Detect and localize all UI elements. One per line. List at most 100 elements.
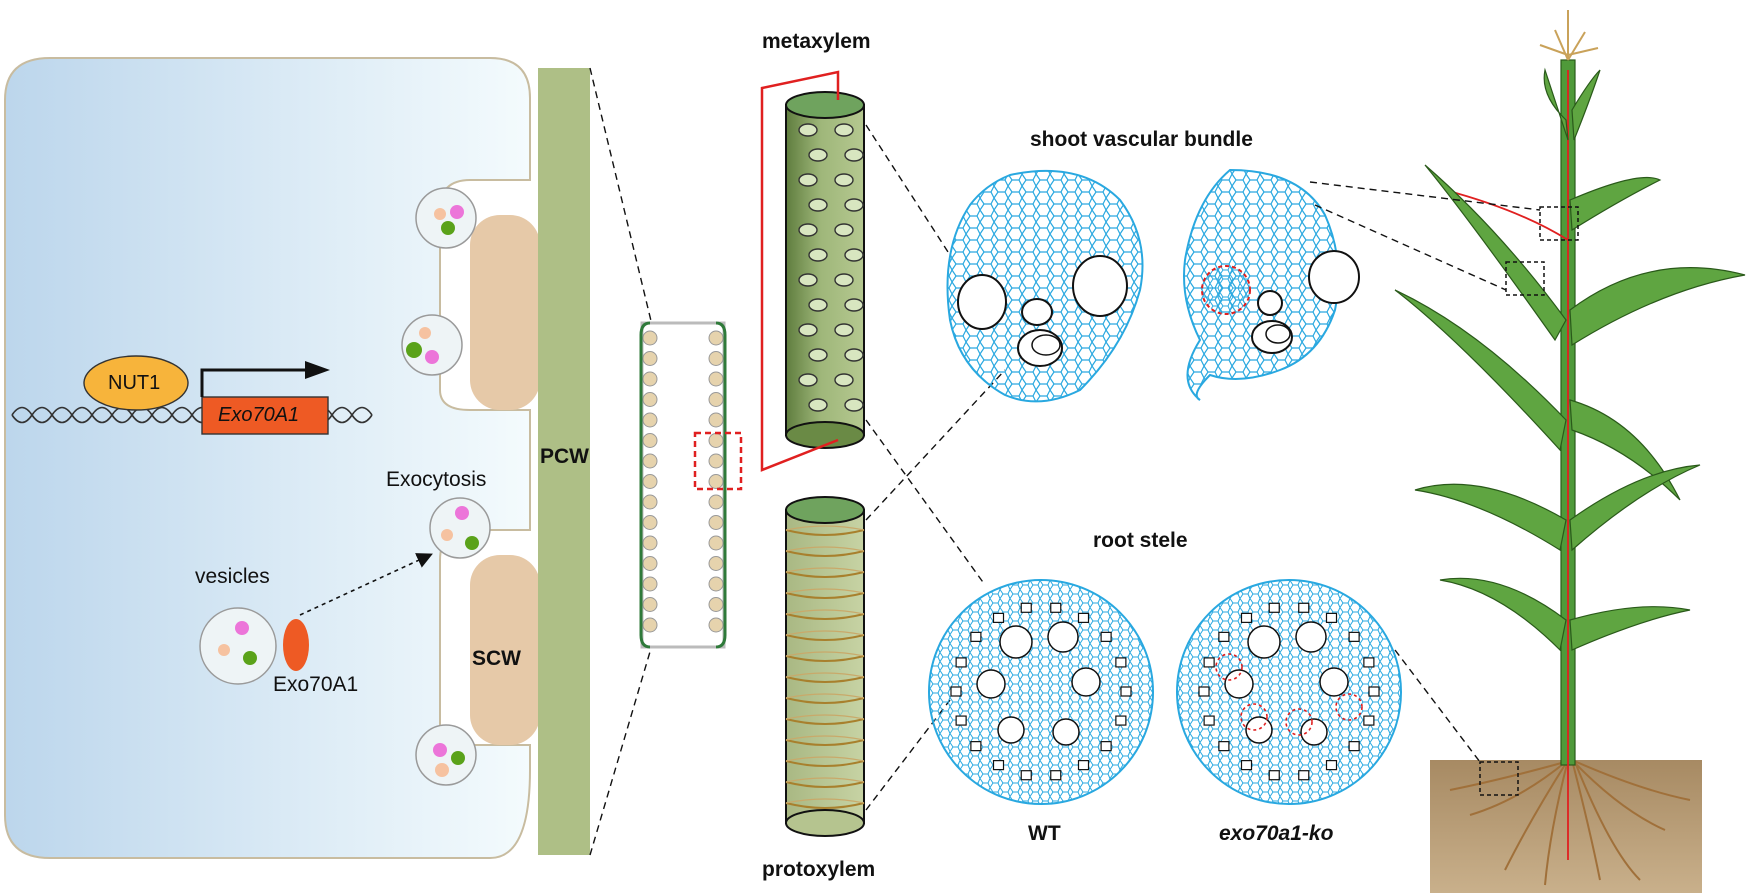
pit xyxy=(708,597,724,612)
vesicle-3 xyxy=(429,497,491,559)
pit xyxy=(708,494,724,510)
nut1-label: NUT1 xyxy=(108,372,161,394)
pit xyxy=(834,373,854,387)
protoxylem-cell xyxy=(950,686,962,697)
gene-label: Exo70A1 xyxy=(218,404,300,426)
pit xyxy=(844,398,864,412)
spiral-thickening xyxy=(785,735,865,741)
root-stele-title: root stele xyxy=(1093,529,1188,552)
pit xyxy=(798,373,818,387)
protoxylem-cell xyxy=(1218,631,1230,642)
spiral-thickening xyxy=(785,777,865,783)
zoom-line xyxy=(1309,181,1541,211)
protoxylem-cell xyxy=(1240,612,1253,623)
protoxylem-cell xyxy=(1218,741,1230,752)
protoxylem-cell xyxy=(1348,741,1360,752)
vesicle-1 xyxy=(415,187,477,249)
root-stele-mutant xyxy=(1176,579,1402,805)
metaxylem-label: metaxylem xyxy=(762,30,871,53)
spiral-thickening xyxy=(785,613,865,620)
protoxylem-cell xyxy=(992,760,1005,771)
pit xyxy=(708,412,724,428)
shoot-bundle-mutant xyxy=(1183,168,1360,401)
spiral-thickening xyxy=(785,802,865,809)
metaxylem-vessel xyxy=(1247,625,1281,659)
spiral-thickening xyxy=(785,739,865,746)
pit xyxy=(642,351,658,366)
zoom-line xyxy=(589,67,653,326)
pit xyxy=(642,392,658,407)
pit xyxy=(708,617,724,633)
spiral-thickening xyxy=(785,634,865,641)
pit xyxy=(708,474,724,489)
protoxylem-cell xyxy=(1050,770,1062,781)
spiral-thickening xyxy=(785,571,865,578)
metaxylem-vessel xyxy=(999,625,1033,659)
pit xyxy=(708,576,724,592)
metaxylem-vessel xyxy=(976,669,1006,699)
pit xyxy=(642,597,658,612)
pit xyxy=(844,348,864,362)
zoom-line xyxy=(1394,649,1481,763)
mutant-label: exo70a1-ko xyxy=(1219,822,1334,845)
pit xyxy=(834,323,854,337)
tassel xyxy=(1539,10,1599,61)
pit xyxy=(708,535,724,551)
pit xyxy=(834,173,854,187)
zoom-line xyxy=(865,419,986,586)
pit xyxy=(642,474,658,489)
pit xyxy=(834,273,854,287)
spiral-thickening xyxy=(785,756,865,762)
pit xyxy=(798,323,818,337)
pit xyxy=(808,198,828,212)
pit xyxy=(642,535,658,551)
pit xyxy=(708,515,724,530)
shoot-bundle-wt xyxy=(946,169,1144,403)
pit xyxy=(798,173,818,187)
protoxylem-cell xyxy=(1240,760,1253,771)
pit xyxy=(798,123,818,137)
protoxylem-cell xyxy=(1198,686,1210,697)
vessel-highlight-box xyxy=(693,431,743,491)
protoxylem-cell xyxy=(955,715,967,726)
spiral-thickening xyxy=(785,693,865,699)
protoxylem-cell xyxy=(992,612,1005,623)
metaxylem-vessel xyxy=(1300,718,1328,746)
pit xyxy=(798,223,818,237)
protoxylem-cell xyxy=(1268,770,1280,781)
cell-panel xyxy=(4,57,590,859)
protoxylem-cell xyxy=(1268,602,1280,613)
spiral-thickening xyxy=(785,546,865,552)
pit xyxy=(642,556,658,571)
pit xyxy=(708,453,724,469)
protoxylem-cell xyxy=(1363,657,1375,668)
vessel-section xyxy=(639,321,743,649)
collapsed-vessel-marker xyxy=(1285,708,1313,736)
spiral-thickening xyxy=(785,525,865,531)
spiral-thickening xyxy=(785,798,865,804)
protoxylem-cell xyxy=(1120,686,1132,697)
protoxylem-cell xyxy=(1348,631,1360,642)
pit xyxy=(642,412,658,428)
zoom-line xyxy=(865,124,951,256)
spiral-thickening xyxy=(785,676,865,683)
pit xyxy=(642,494,658,510)
protoxylem-cell xyxy=(1363,715,1375,726)
spiral-thickening xyxy=(785,651,865,657)
vesicle-2 xyxy=(401,314,463,376)
protoxylem-cell xyxy=(1368,686,1380,697)
protoxylem-cell xyxy=(1203,657,1215,668)
collapsed-vessel-marker xyxy=(1201,265,1251,315)
metaxylem-bracket xyxy=(760,70,840,472)
pit xyxy=(642,617,658,633)
pit xyxy=(844,198,864,212)
zoom-line xyxy=(589,644,653,856)
promoter-arrowhead-icon xyxy=(305,361,330,379)
spiral-thickening xyxy=(785,718,865,725)
protoxylem-cell xyxy=(1298,602,1310,613)
spiral-thickening xyxy=(785,781,865,788)
spiral-thickening xyxy=(785,672,865,678)
spiral-thickening xyxy=(785,655,865,662)
protoxylem-cell xyxy=(1298,770,1310,781)
